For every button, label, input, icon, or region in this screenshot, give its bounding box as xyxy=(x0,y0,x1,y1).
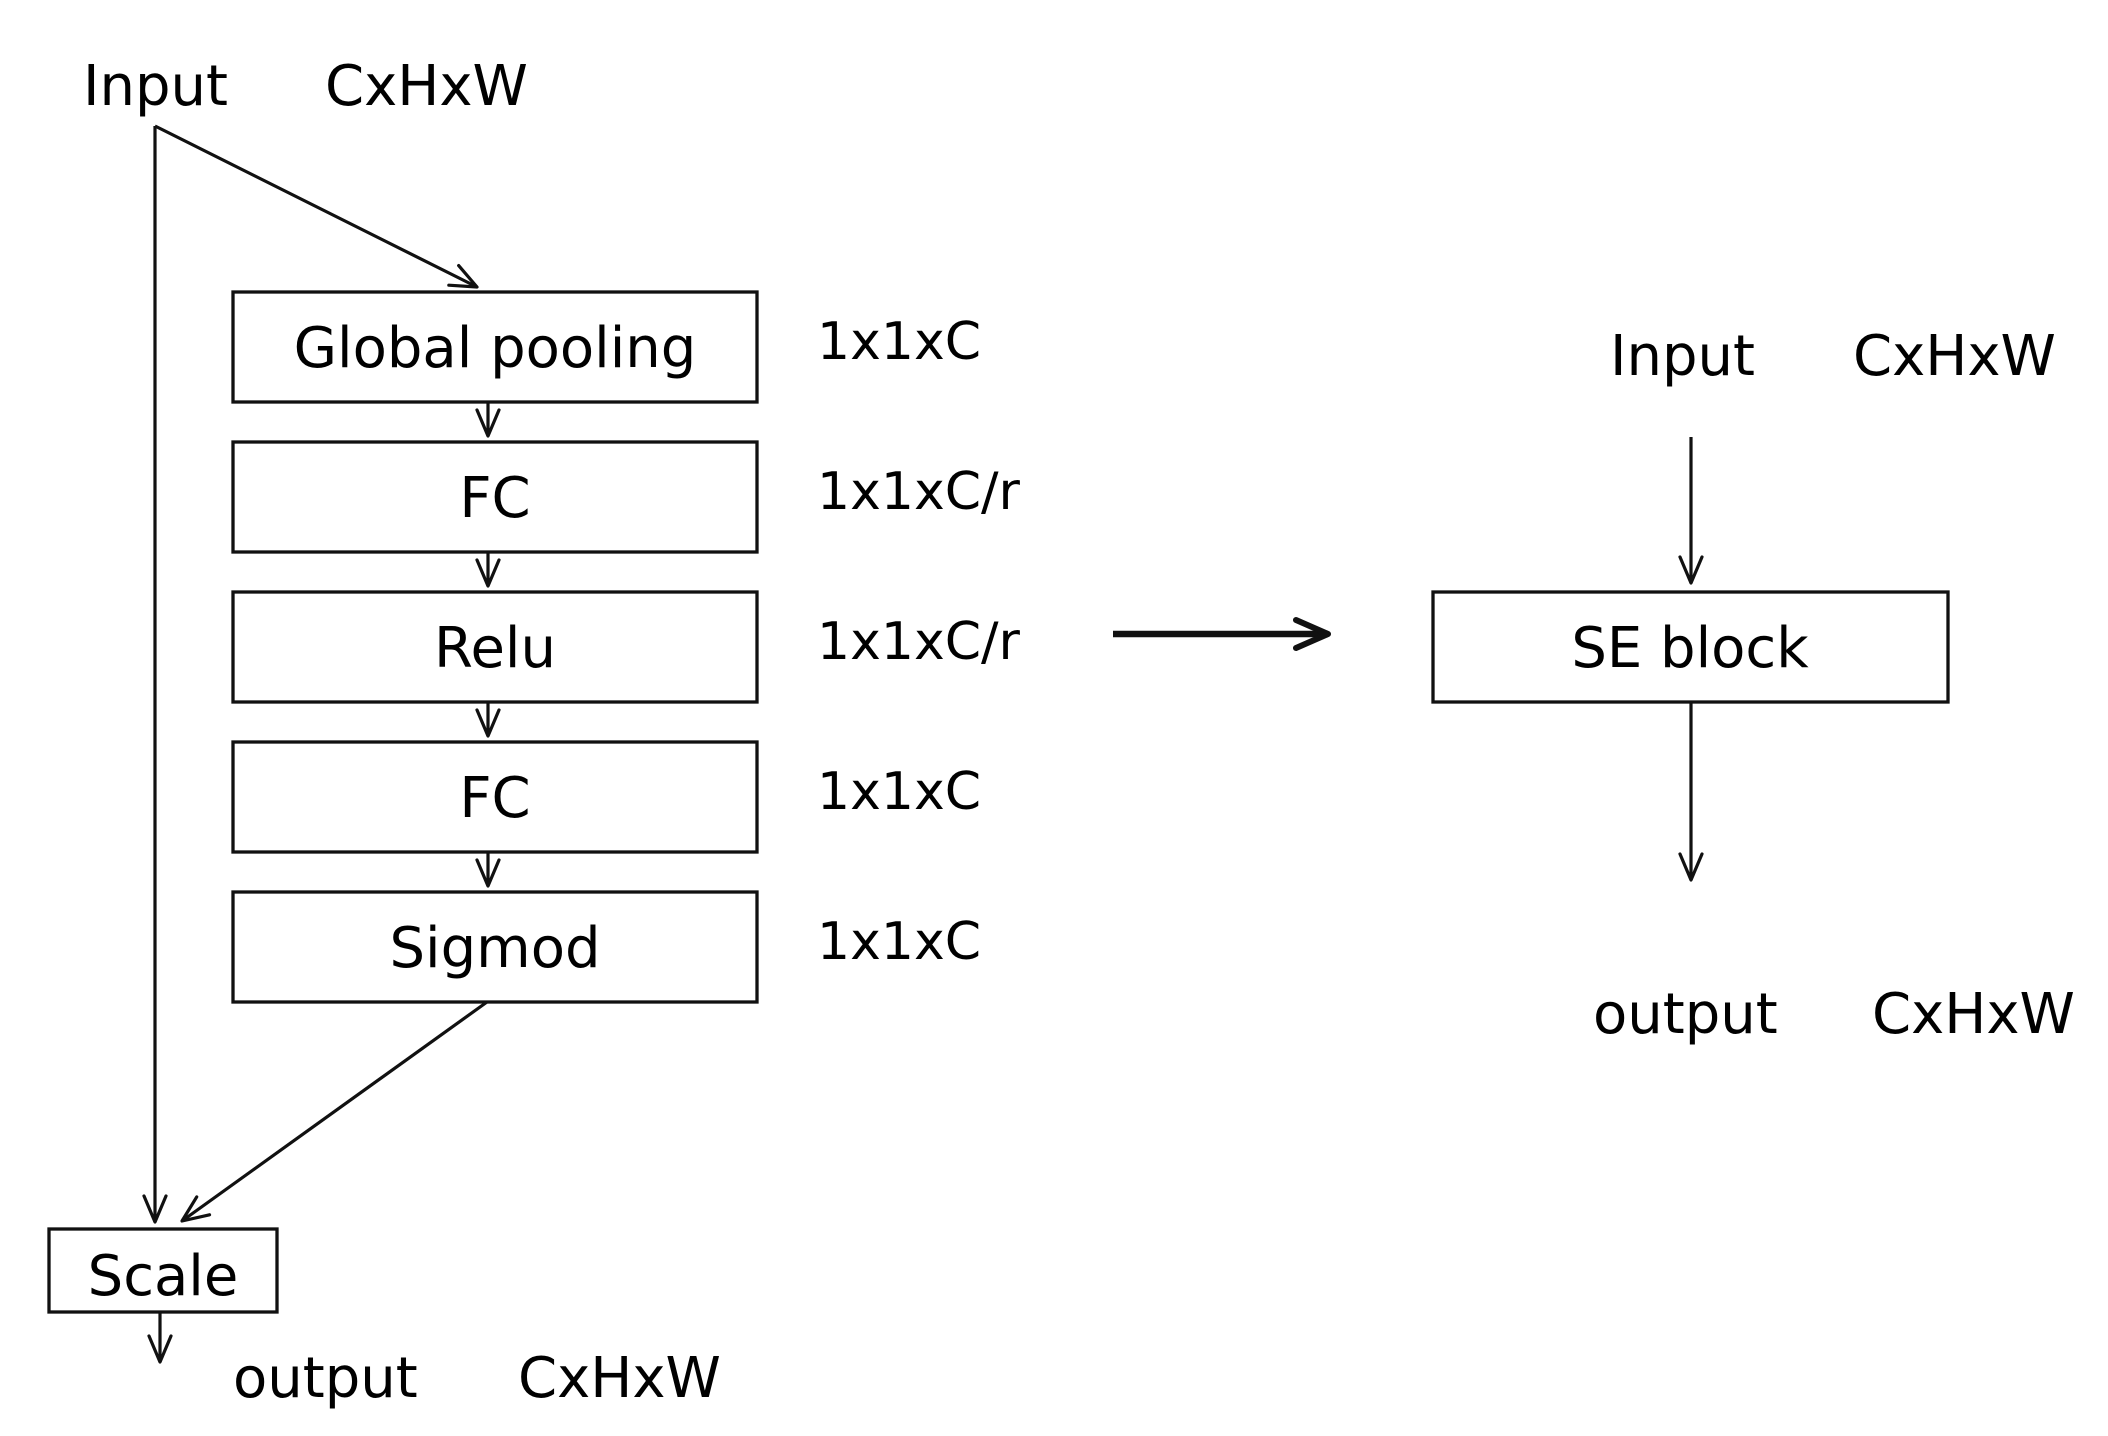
left-output-label: output xyxy=(233,1346,418,1411)
right-output-label: output xyxy=(1593,982,1778,1047)
fc1-label: FC xyxy=(459,466,530,531)
se-block-label: SE block xyxy=(1571,616,1809,681)
right-output-dim-label: CxHxW xyxy=(1872,982,2075,1047)
fc2-box xyxy=(231,740,759,854)
right-diagram: Input CxHxW SE block output CxHxW xyxy=(1431,324,2075,1047)
sigmod-label: Sigmod xyxy=(389,916,600,981)
sigmod-box xyxy=(231,890,759,1004)
right-input-dim-label: CxHxW xyxy=(1853,324,2056,389)
relu-label: Relu xyxy=(434,616,556,681)
right-input-label: Input xyxy=(1610,324,1755,389)
relu-dim-label: 1x1xC/r xyxy=(817,612,1021,672)
input-to-pooling-arrow xyxy=(154,124,479,289)
left-input-dim-label: CxHxW xyxy=(325,54,528,119)
se-block-box xyxy=(1431,590,1950,704)
fc2-dim-label: 1x1xC xyxy=(817,762,981,822)
left-diagram: Input CxHxW Global pooling 1x1xC FC 1x1x… xyxy=(47,54,1021,1411)
fc1-dim-label: 1x1xC/r xyxy=(817,462,1021,522)
scale-label: Scale xyxy=(88,1244,239,1309)
left-output-dim-label: CxHxW xyxy=(518,1346,721,1411)
sigmod-dim-label: 1x1xC xyxy=(817,912,981,972)
scale-box xyxy=(47,1227,279,1314)
global-pooling-dim-label: 1x1xC xyxy=(817,312,981,372)
global-pooling-label: Global pooling xyxy=(294,316,697,381)
relu-box xyxy=(231,590,759,704)
sigmod-to-scale-arrow xyxy=(180,1000,488,1223)
left-input-label: Input xyxy=(83,54,228,119)
fc1-box xyxy=(231,440,759,554)
fc2-label: FC xyxy=(459,766,530,831)
global-pooling-box xyxy=(231,290,759,404)
